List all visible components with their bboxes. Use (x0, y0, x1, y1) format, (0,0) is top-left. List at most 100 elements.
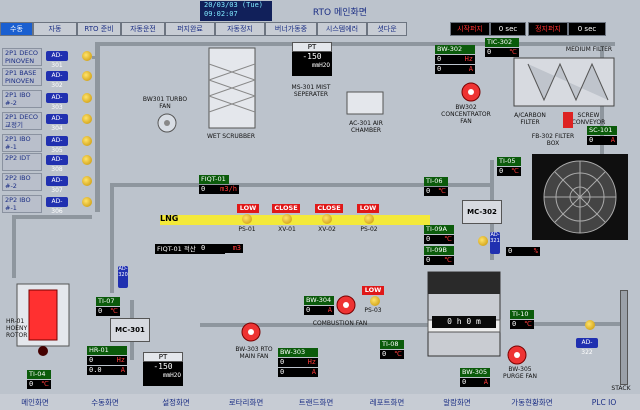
close-status-1: CLOSE (272, 204, 300, 213)
fan-icon[interactable] (155, 112, 179, 134)
nav-trend[interactable]: 트랜드화면 (298, 398, 334, 407)
value: 0 (426, 187, 431, 195)
duct-pipe (200, 323, 430, 327)
damper-button[interactable]: AD-305 (46, 136, 68, 154)
ti04-value: 0℃ (27, 380, 51, 389)
unit: Hz (116, 356, 125, 364)
pressure-switch-icon[interactable] (364, 214, 374, 224)
value: 0.0 (89, 366, 102, 374)
value: 0 (462, 378, 467, 386)
shutdown-button[interactable]: 셧다운 (367, 22, 407, 36)
pt-bottom-unit: mmH2O (162, 372, 181, 379)
mode-auto-button[interactable]: 자동 (33, 22, 77, 36)
bw305-label: BW-305 (460, 368, 490, 377)
valve-icon[interactable] (322, 214, 332, 224)
lng-label: LNG (160, 214, 179, 223)
value: 0 (98, 307, 103, 315)
ps02-label: PS-02 (360, 226, 378, 233)
ti07-label: TI-07 (96, 297, 120, 306)
auto-stop-button[interactable]: 자동정지 (215, 22, 265, 36)
motor-indicator (38, 346, 48, 356)
mode-manual-button[interactable]: 수동 (0, 22, 33, 36)
nav-alarm[interactable]: 알람화면 (443, 398, 471, 407)
valve-icon[interactable] (82, 51, 92, 61)
unit: A (327, 306, 332, 314)
valve-icon[interactable] (82, 155, 92, 165)
nav-operation[interactable]: 가동현황화면 (511, 398, 553, 407)
ti04-label: TI-04 (27, 370, 51, 379)
damper-button[interactable]: AD-303 (46, 93, 68, 111)
stack-pipe (620, 290, 628, 385)
pressure-switch-icon[interactable] (370, 296, 380, 306)
pt-bottom-label: PT (143, 352, 183, 362)
value: 0 (201, 244, 206, 252)
start-purge-label: 시작퍼지 (450, 22, 490, 36)
rto-hour-minute: 0 h 0 m (432, 316, 496, 328)
unit: ℃ (110, 307, 118, 315)
unit: ℃ (41, 380, 49, 388)
valve-icon[interactable] (585, 320, 595, 330)
value: 0 (437, 55, 442, 63)
nav-plc-io[interactable]: PLC IO (591, 398, 617, 407)
fan-icon[interactable] (238, 320, 264, 344)
ad320-button[interactable]: AD-320 (118, 266, 128, 288)
ad322-button[interactable]: AD-322 (576, 338, 598, 356)
value: 0 (426, 256, 431, 264)
duct-pipe (95, 42, 615, 46)
valve-icon[interactable] (478, 236, 488, 246)
nav-rotary[interactable]: 로타리화면 (228, 398, 264, 407)
nav-report[interactable]: 레포트화면 (369, 398, 405, 407)
valve-icon[interactable] (82, 93, 92, 103)
hr01-label: HR-01 (87, 346, 127, 355)
value: 0 (508, 247, 513, 255)
ti08-label: TI-08 (380, 340, 404, 349)
unit: % (533, 247, 538, 255)
ps03-label: PS-03 (364, 307, 382, 314)
header-bar (0, 0, 640, 22)
unit: A (311, 368, 316, 376)
fiqt01-total-value: 0 m3 (199, 244, 243, 253)
ti09b-label: TI-09B (424, 246, 454, 255)
damper-button[interactable]: AD-308 (46, 155, 68, 173)
auto-run-button[interactable]: 자동운전 (121, 22, 165, 36)
mc302-box[interactable]: MC-302 (462, 200, 502, 224)
ti05-label: TI-05 (497, 157, 521, 166)
damper-button[interactable]: AD-302 (46, 71, 68, 89)
valve-icon[interactable] (82, 176, 92, 186)
valve-icon[interactable] (82, 197, 92, 207)
nav-main[interactable]: 메인화면 (21, 398, 49, 407)
low-status-1: LOW (237, 204, 259, 213)
medium-filter (513, 57, 615, 107)
burner-running-button[interactable]: 버너가동중 (265, 22, 317, 36)
purge-complete-button[interactable]: 퍼지완료 (165, 22, 215, 36)
fan-icon[interactable] (334, 294, 358, 316)
nav-manual[interactable]: 수동화면 (91, 398, 119, 407)
rto-ready-button[interactable]: RTO 준비 (77, 22, 121, 36)
duct-pipe (95, 42, 100, 212)
valve-icon[interactable] (282, 214, 292, 224)
ad321-button[interactable]: AD-321 (490, 232, 500, 254)
bw301-label: BW301 TURBO FAN (142, 96, 188, 110)
unit: ℃ (511, 167, 519, 175)
nav-settings[interactable]: 설정화면 (162, 398, 190, 407)
unit: m3 (232, 244, 241, 252)
source-item: 2P1 DECO PINOVEN (2, 48, 42, 66)
pt-bottom-value: -150 mmH2O (143, 362, 183, 386)
pressure-switch-icon[interactable] (242, 214, 252, 224)
valve-icon[interactable] (82, 136, 92, 146)
valve-icon[interactable] (82, 114, 92, 124)
damper-button[interactable]: AD-306 (46, 197, 68, 215)
valve-icon[interactable] (82, 71, 92, 81)
mc301-box[interactable]: MC-301 (110, 318, 150, 342)
ti06-label: TI-06 (424, 177, 448, 186)
system-error-button[interactable]: 시스템에러 (317, 22, 367, 36)
fan-icon[interactable] (458, 80, 484, 104)
damper-button[interactable]: AD-301 (46, 51, 68, 69)
fan-icon[interactable] (505, 344, 529, 366)
fiqt01-total-label: FIQT-01 적산 (155, 244, 225, 254)
damper-button[interactable]: AD-307 (46, 176, 68, 194)
damper-button[interactable]: AD-304 (46, 114, 68, 132)
unit: Hz (307, 358, 316, 366)
